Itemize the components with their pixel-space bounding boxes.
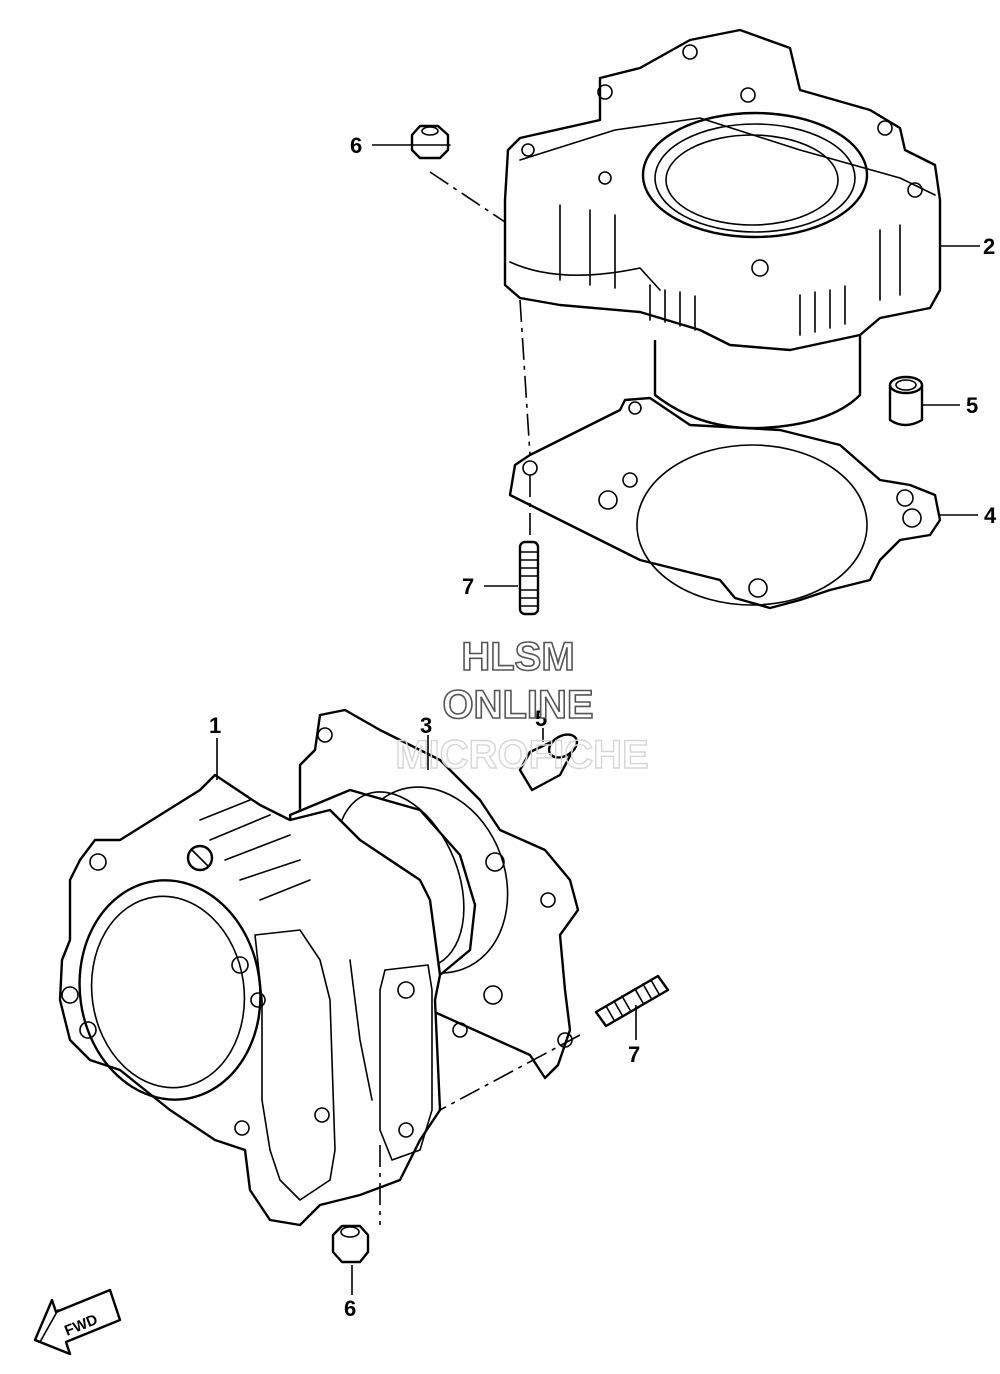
watermark-line-2: ONLINE [442, 683, 593, 727]
callout-leaders [216, 144, 980, 1295]
fwd-arrow-icon: FWD [33, 1288, 122, 1356]
callout-4[interactable]: 4 [984, 503, 997, 528]
watermark: HLSM ONLINE MICROFICHE [395, 634, 650, 778]
stud-bolt-part-7-bottom[interactable] [594, 974, 670, 1028]
cylinder-part-1[interactable] [58, 773, 488, 1227]
dowel-pin-part-5-top[interactable] [888, 375, 924, 427]
callout-5-mid[interactable]: 5 [535, 706, 547, 731]
callout-labels: 6 2 5 4 7 1 3 5 7 6 [209, 133, 997, 1321]
callout-5-right[interactable]: 5 [966, 393, 978, 418]
gasket-part-4[interactable] [508, 396, 942, 610]
nut-part-6-bottom[interactable] [331, 1224, 370, 1264]
callout-2[interactable]: 2 [983, 234, 995, 259]
callout-6-top[interactable]: 6 [350, 133, 362, 158]
nut-part-6-top[interactable] [409, 124, 451, 160]
watermark-line-3: MICROFICHE [395, 733, 648, 777]
cylinder-part-2[interactable] [503, 28, 942, 430]
dowel-pin-part-5-mid[interactable] [518, 730, 581, 792]
callout-1[interactable]: 1 [209, 713, 221, 738]
assembly-centerlines [379, 171, 581, 1225]
callout-7-bottom[interactable]: 7 [628, 1042, 640, 1067]
callout-3[interactable]: 3 [420, 713, 432, 738]
callout-6-bottom[interactable]: 6 [344, 1296, 356, 1321]
watermark-line-1: HLSM [461, 635, 574, 679]
stud-bolt-part-7-top[interactable] [518, 540, 540, 616]
callout-7-top[interactable]: 7 [462, 574, 474, 599]
